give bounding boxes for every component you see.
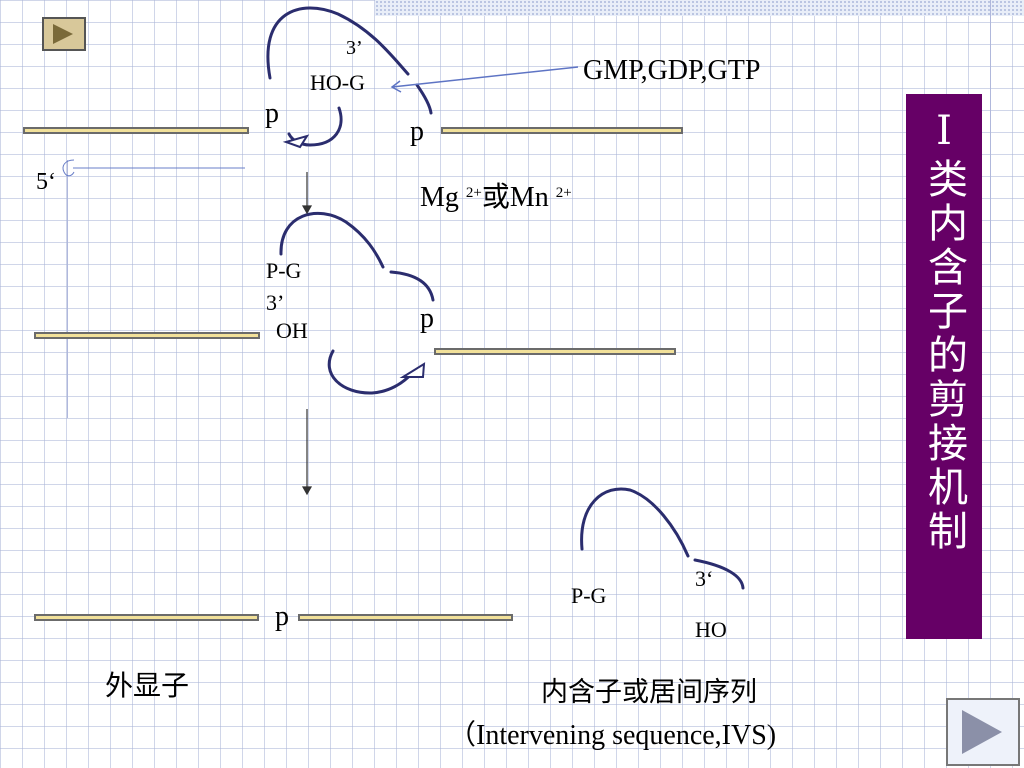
- slide-title: Ⅰ类内含子的剪接机制: [921, 108, 967, 554]
- intron-label: 内含子或居间序列: [541, 677, 757, 708]
- play-icon: [962, 710, 1002, 754]
- p-g-label-step2: P-G: [266, 258, 302, 283]
- metal-ion-label: Mg 2+或Mn 2+: [420, 184, 572, 212]
- next-slide-button[interactable]: [946, 698, 1020, 766]
- oh-label-step2: OH: [276, 318, 308, 343]
- phosphate-label-step3: p: [275, 601, 289, 632]
- exon-bar-step3-left: [34, 614, 259, 621]
- five-prime-hook: [62, 159, 75, 177]
- five-prime-label: 5‘: [36, 169, 56, 195]
- exon-bar-step1-left: [23, 127, 249, 134]
- mg-charge: 2+: [465, 185, 482, 201]
- slide-title-box: Ⅰ类内含子的剪接机制: [906, 94, 982, 639]
- divider-line-right: [990, 0, 991, 262]
- p-g-label-step3: P-G: [571, 583, 607, 608]
- mn-charge: 2+: [555, 185, 572, 201]
- arrowhead-step2: [399, 362, 426, 378]
- cofactor-label: GMP,GDP,GTP: [583, 55, 761, 86]
- phosphate-label-step2: p: [420, 303, 434, 334]
- intron-tail-step3: [693, 558, 745, 590]
- phosphate-label-step1-right: p: [410, 116, 424, 147]
- exon-label: 外显子: [105, 669, 190, 702]
- play-icon: [53, 24, 73, 44]
- ivs-label: （Intervening sequence,IVS): [448, 720, 777, 751]
- intron-loop-step2: [279, 212, 385, 269]
- exon-bar-step3-right: [298, 614, 513, 621]
- intron-loop-step1: [266, 6, 410, 80]
- exon-bar-step2-right: [434, 348, 676, 355]
- pointer-arrowhead: [390, 80, 402, 93]
- three-prime-label-step1: 3’: [346, 37, 363, 59]
- intron-tail-step1: [415, 83, 433, 115]
- exon-bar-step1-right: [441, 127, 683, 134]
- three-prime-label-step2: 3’: [266, 290, 285, 315]
- previous-slide-button[interactable]: [42, 17, 86, 51]
- intron-loop-step3: [580, 487, 690, 558]
- arrowhead-step1: [282, 134, 310, 149]
- ho-label-step3: HO: [695, 617, 727, 642]
- attack-curve-step2: [327, 349, 415, 395]
- divider-line-left: [67, 160, 68, 418]
- mg-label: Mg: [420, 182, 466, 213]
- pointer-line-gmp: [391, 66, 579, 88]
- header-pattern-band: [375, 0, 1024, 16]
- ho-g-label: HO-G: [310, 70, 365, 95]
- three-prime-label-step3: 3‘: [695, 566, 714, 591]
- phosphate-label-step1-left: p: [265, 98, 279, 129]
- mn-label: 或Mn: [481, 182, 556, 213]
- intron-tail-step2: [389, 270, 435, 302]
- exon-bar-step2-left: [34, 332, 260, 339]
